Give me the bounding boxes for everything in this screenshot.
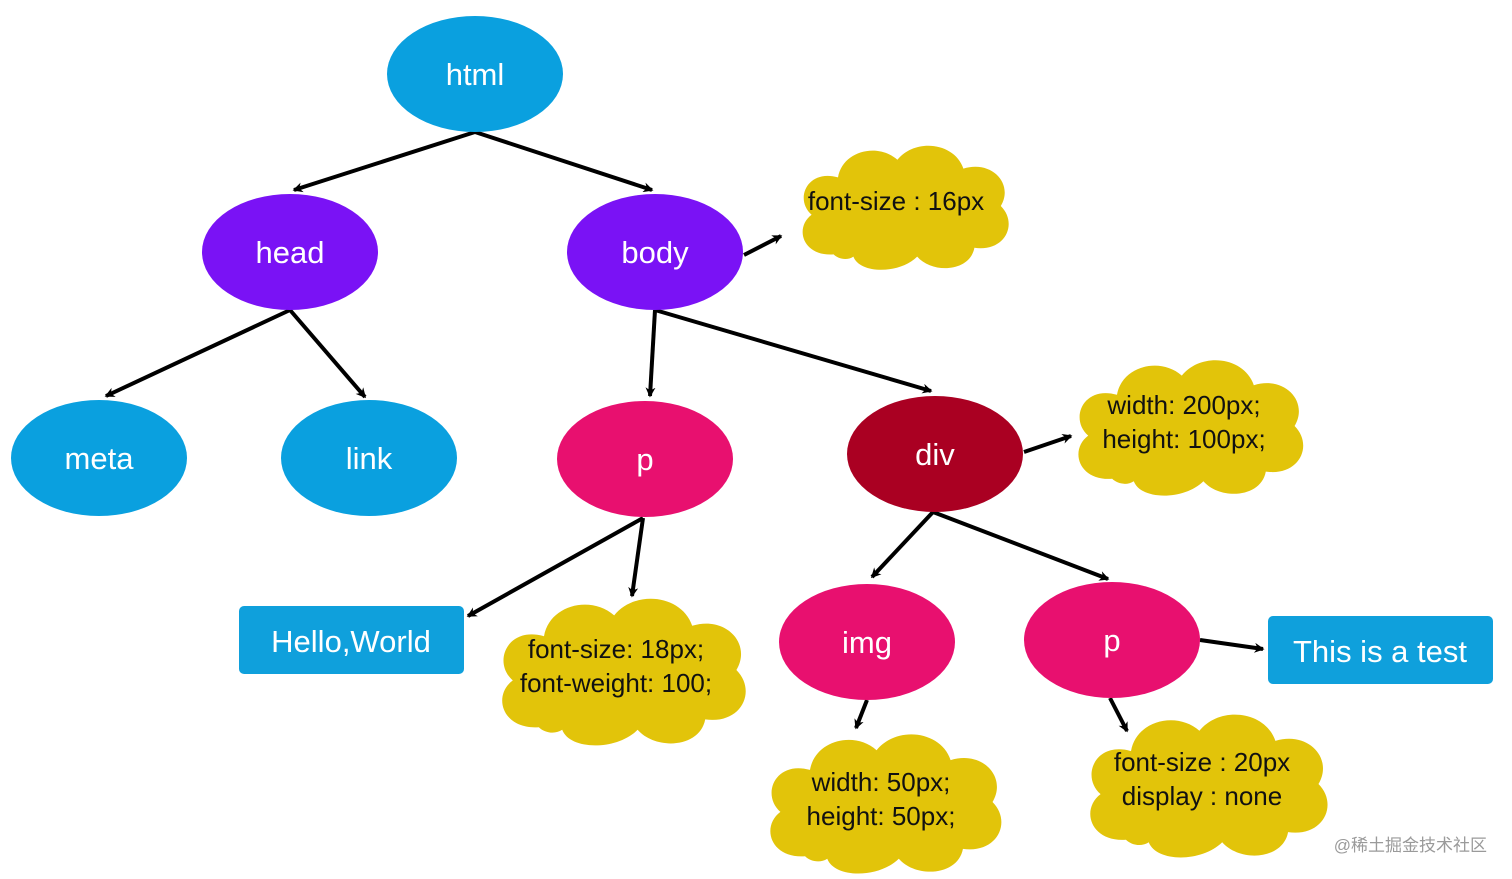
style-p-child-line-1: font-size : 20px <box>1114 747 1290 777</box>
node-html: html <box>387 16 563 132</box>
node-body-label: body <box>621 235 689 270</box>
node-p: p <box>557 401 733 517</box>
node-p-child: p <box>1024 582 1200 698</box>
style-cloud-img: width: 50px; height: 50px; <box>770 734 1002 874</box>
node-div: div <box>847 396 1023 512</box>
style-img-line-1: width: 50px; <box>811 767 951 797</box>
edge-p-hello <box>466 516 644 618</box>
style-clouds: font-size : 16px width: 200px; height: 1… <box>502 145 1328 874</box>
style-cloud-body: font-size : 16px <box>802 145 1009 270</box>
style-body-line-1: font-size : 16px <box>808 186 984 216</box>
style-cloud-p-child: font-size : 20px display : none <box>1090 714 1328 858</box>
edge-img-style <box>854 699 869 730</box>
node-img: img <box>779 584 955 700</box>
node-link: link <box>281 400 457 516</box>
style-p-line-1: font-size: 18px; <box>528 634 704 664</box>
edge-body-div <box>654 308 933 394</box>
edge-div-style <box>1023 434 1073 454</box>
watermark: @稀土掘金技术社区 <box>1334 836 1487 855</box>
edge-div-img <box>870 510 935 579</box>
style-p-line-2: font-weight: 100; <box>520 668 712 698</box>
style-div-line-2: height: 100px; <box>1102 424 1265 454</box>
edge-p-style2 <box>1108 697 1129 733</box>
text-node-hello: Hello,World <box>239 606 464 674</box>
edge-body-p <box>645 309 657 398</box>
node-p-label: p <box>636 442 653 477</box>
edge-head-meta <box>104 308 291 398</box>
text-node-hello-label: Hello,World <box>271 624 431 659</box>
node-head: head <box>202 194 378 310</box>
node-img-label: img <box>842 625 892 660</box>
style-div-line-1: width: 200px; <box>1106 390 1260 420</box>
style-img-line-2: height: 50px; <box>807 801 956 831</box>
edge-html-body <box>474 130 654 193</box>
edge-p-style <box>628 517 645 598</box>
edge-div-p <box>932 510 1110 581</box>
node-head-label: head <box>256 235 325 270</box>
node-meta-label: meta <box>65 441 135 476</box>
node-meta: meta <box>11 400 187 516</box>
style-cloud-div: width: 200px; height: 100px; <box>1078 360 1304 496</box>
edge-head-link <box>288 308 367 399</box>
edge-p-test <box>1199 638 1265 653</box>
text-node-test-label: This is a test <box>1293 634 1467 669</box>
style-p-child-line-2: display : none <box>1122 781 1282 811</box>
edge-html-head <box>292 130 476 193</box>
node-link-label: link <box>346 441 393 476</box>
style-cloud-p: font-size: 18px; font-weight: 100; <box>502 598 746 746</box>
node-body: body <box>567 194 743 310</box>
edges <box>104 130 1265 733</box>
node-p-child-label: p <box>1103 623 1120 658</box>
edge-body-style <box>743 234 783 257</box>
node-div-label: div <box>915 437 955 472</box>
element-nodes: html head body meta link p div img <box>11 16 1200 700</box>
node-html-label: html <box>446 57 505 92</box>
text-node-test: This is a test <box>1268 616 1493 684</box>
text-node-boxes: Hello,World This is a test <box>239 606 1493 684</box>
